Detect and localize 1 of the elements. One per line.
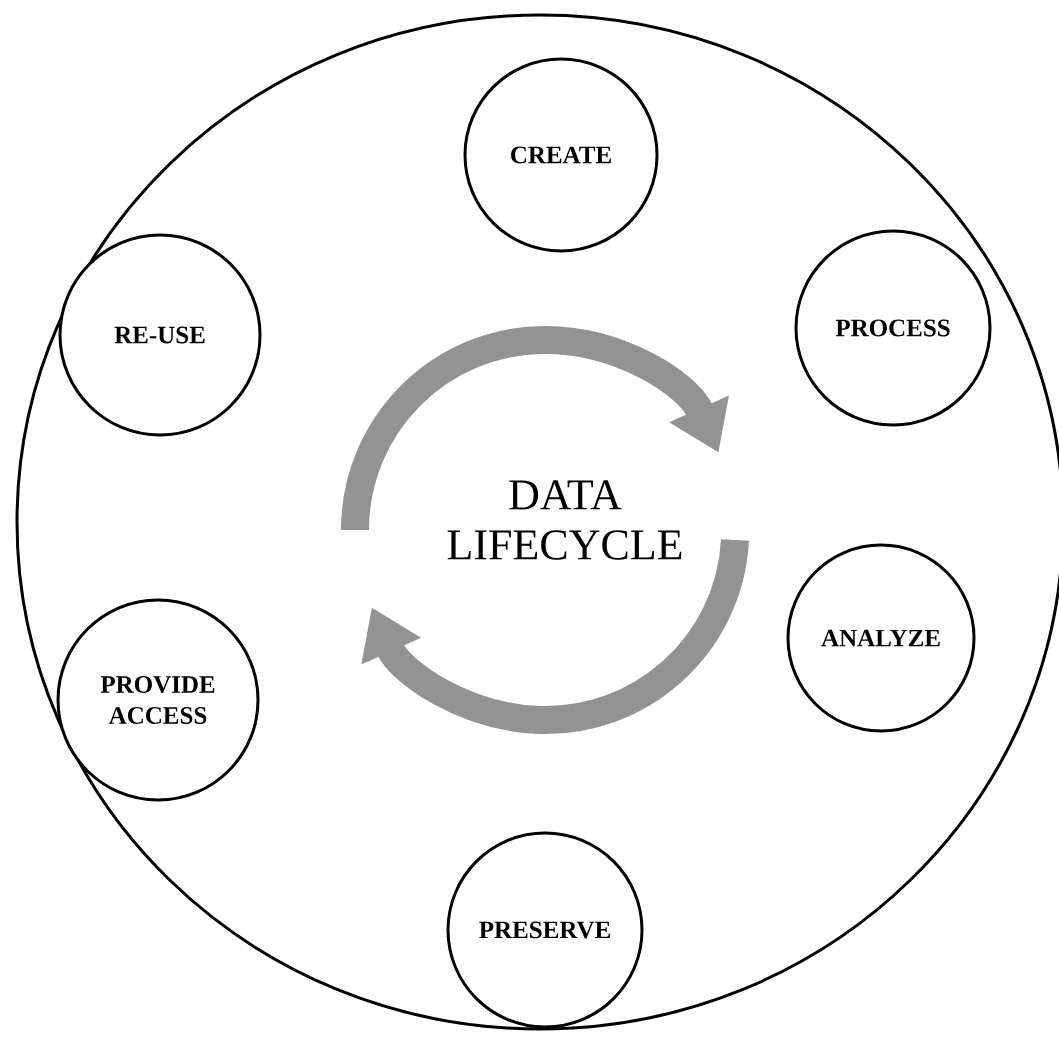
title-text: DATA LIFECYCLE xyxy=(447,480,682,560)
